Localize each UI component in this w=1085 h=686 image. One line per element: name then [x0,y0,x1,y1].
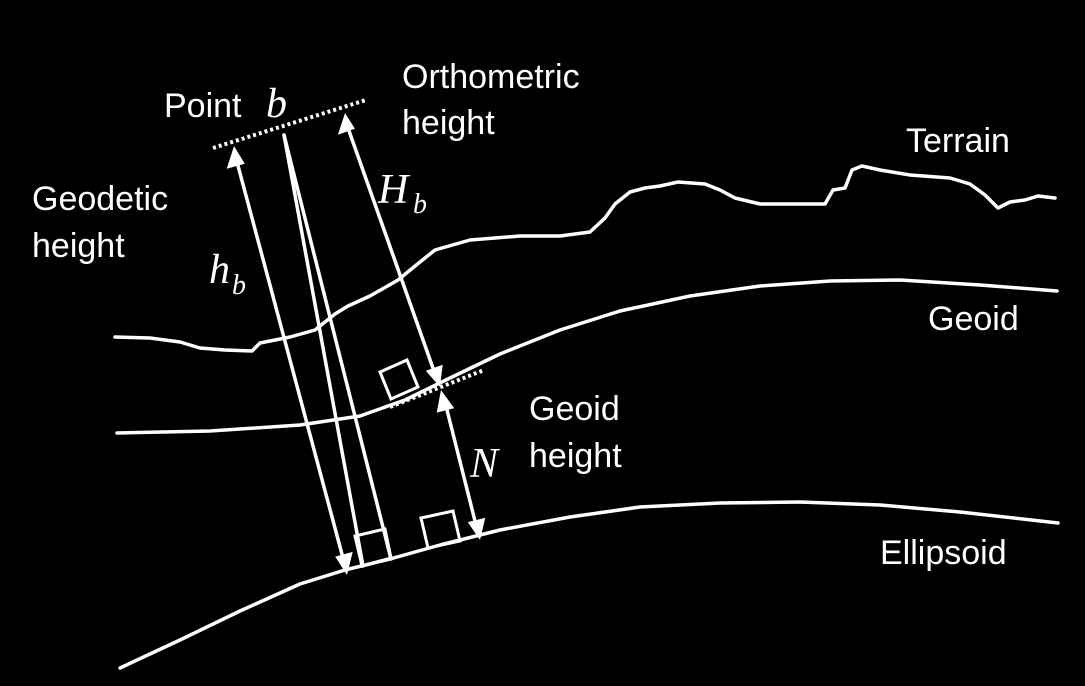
plumb-line-1 [282,133,393,561]
orthometric-height-arrow-top-head [337,113,355,135]
geoid-height-symbol: N [469,441,500,487]
geodetic-height-symbol-sub: b [232,270,246,301]
orthometric-height-label-line2: height [402,104,495,142]
orthometric-height-symbol-sub: b [413,189,427,220]
terrain-curve [113,164,1057,353]
geodetic-height-label-line1: Geodetic [32,180,168,218]
right-angle-marker-ellipsoid-2 [419,509,462,550]
geoid-tangent-dotted-line [389,368,485,409]
geoid-height-arrow-top-head [436,390,455,413]
orthometric-height-symbol-main: H [377,167,411,213]
geoid-height-arrow-bottom-head [467,517,486,540]
geoid-label: Geoid [928,300,1019,338]
point-symbol: b [266,81,287,127]
right-angle-marker-ellipsoid-1 [353,527,393,568]
terrain-label: Terrain [906,122,1010,160]
geodetic-height-arrow-bottom-head [335,551,353,575]
orthometric-height-arrow-shaft [346,126,436,373]
geoid-curve [115,278,1059,435]
geoid-height-label-line1: Geoid [529,390,620,428]
point-label: Point [164,87,242,125]
geoid-height-arrow-shaft [444,404,478,527]
right-angle-marker-geoid [378,358,420,401]
orthometric-height-label-line1: Orthometric [402,58,580,96]
geodetic-height-arrow-shaft [235,160,345,560]
geodetic-height-arrow-top-head [226,146,245,169]
geodetic-height-symbol-main: h [209,247,230,293]
ellipsoid-label: Ellipsoid [880,534,1007,572]
ellipsoid-curve [118,500,1060,670]
geoid-height-label-line2: height [529,437,622,475]
geodetic-height-label-line2: height [32,227,125,265]
plumb-line-2 [282,133,365,568]
point-tangent-dotted-line [212,98,367,150]
orthometric-height-arrow-bottom-head [425,364,443,387]
